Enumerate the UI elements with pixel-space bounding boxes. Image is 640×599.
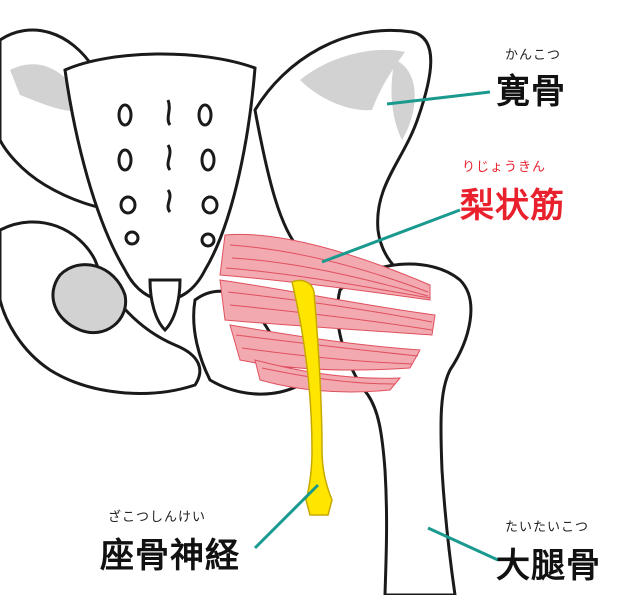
sciatic-nerve [291, 279, 333, 516]
sciatic-label: 座骨神経 [100, 536, 240, 576]
ilium-ruby: かんこつ [505, 48, 562, 63]
piriformis-muscle [219, 233, 436, 393]
piriformis-ruby: りじょうきん [462, 160, 547, 175]
femur-label: 大腿骨 [496, 546, 601, 586]
ilium-label: 寛骨 [496, 72, 566, 112]
sacrum [63, 52, 257, 333]
leader-lines [253, 90, 499, 562]
femur-ruby: たいたいこつ [505, 520, 590, 535]
sciatic-ruby: ざこつしんけい [108, 510, 207, 525]
piriformis-label: 梨状筋 [460, 186, 565, 226]
